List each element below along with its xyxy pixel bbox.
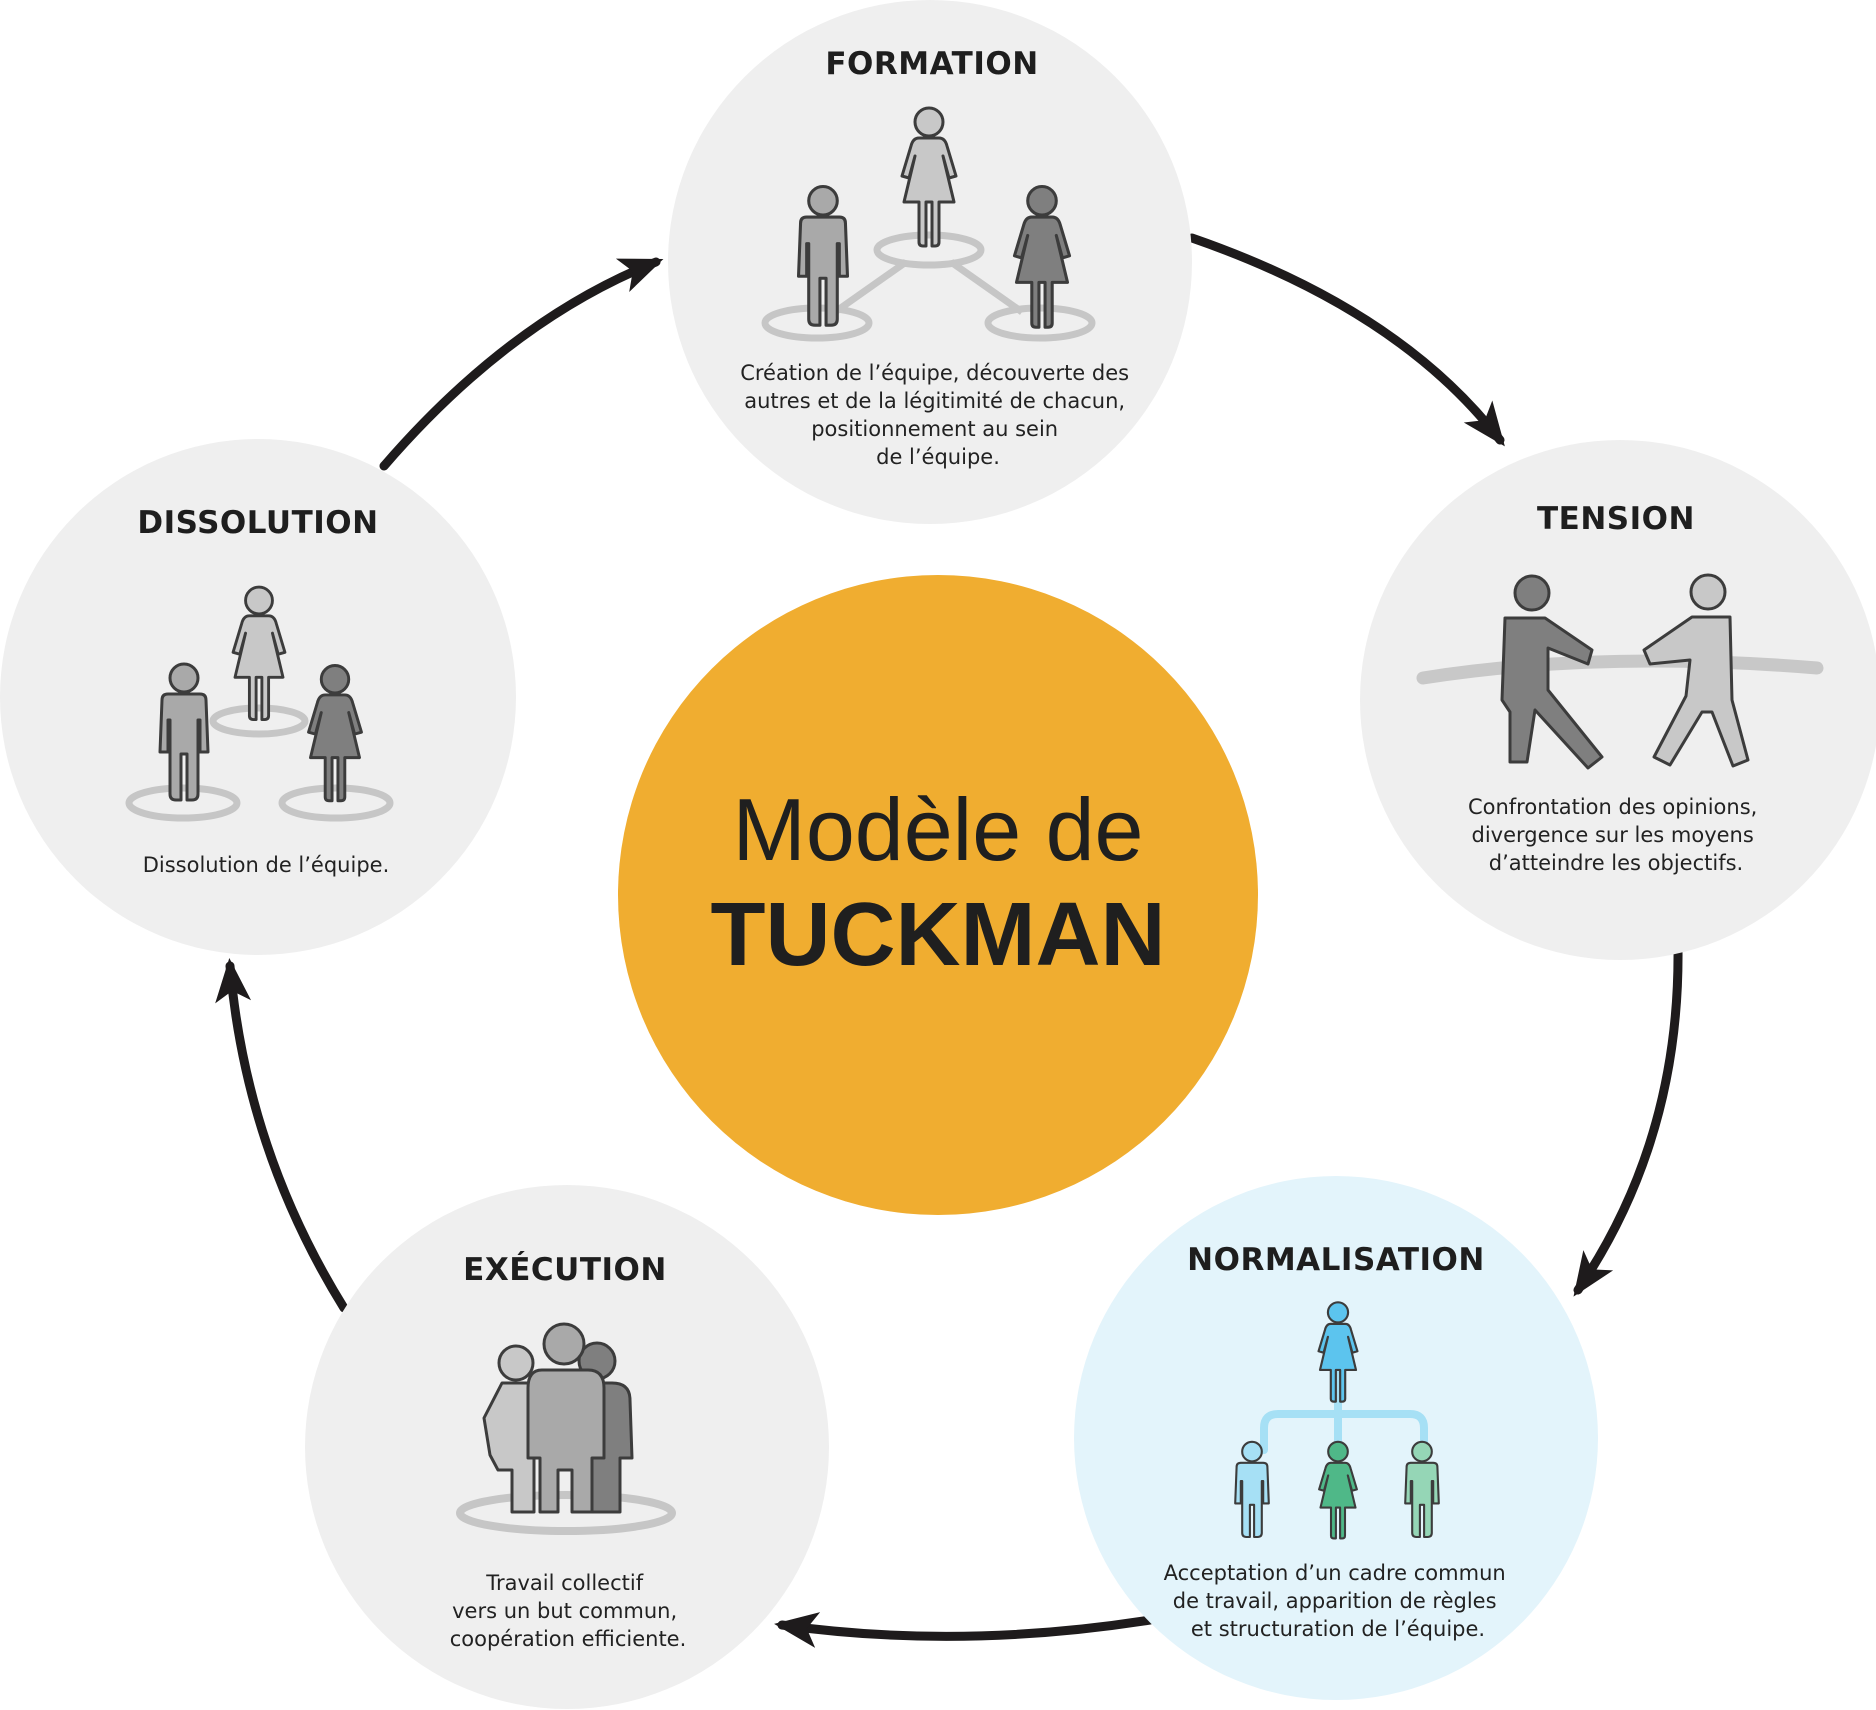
- arrow-tension-to-normalisation: [1573, 943, 1683, 1297]
- three-people-network-icon: [761, 106, 1096, 342]
- arrow-dissolution-to-formation: [379, 257, 664, 471]
- separated-people-icon: [125, 585, 394, 822]
- center-title-line2: TUCKMAN: [711, 885, 1166, 985]
- stage-formation: FORMATION Création de l’équipe, découver…: [668, 0, 1192, 524]
- stage-formation-desc: Création de l’équipe, découverte des aut…: [740, 361, 1136, 469]
- center-circle: [618, 575, 1258, 1215]
- hierarchy-icon: [1234, 1301, 1440, 1540]
- stage-dissolution-circle: [0, 439, 516, 955]
- stage-execution: EXÉCUTION Travail collectif vers un but …: [305, 1185, 829, 1709]
- tug-of-war-icon: [1416, 573, 1824, 770]
- stage-dissolution-desc: Dissolution de l’équipe.: [143, 853, 390, 877]
- stage-execution-desc: Travail collectif vers un but commun, co…: [450, 1571, 687, 1651]
- arrow-normalisation-to-execution: [774, 1612, 1155, 1648]
- arrow-execution-to-dissolution: [215, 958, 349, 1313]
- stage-normalisation-title: NORMALISATION: [1187, 1242, 1485, 1278]
- stage-tension: TENSION Confrontation des opinions, dive…: [1360, 440, 1876, 960]
- center-node: Modèle de TUCKMAN: [618, 575, 1258, 1215]
- stage-dissolution: DISSOLUTION Dissolution de l’équipe.: [0, 439, 516, 955]
- arrow-formation-to-tension: [1187, 233, 1505, 447]
- center-title-line1: Modèle de: [733, 780, 1144, 879]
- stage-normalisation-desc: Acceptation d’un cadre commun de travail…: [1164, 1561, 1513, 1641]
- stage-formation-title: FORMATION: [825, 46, 1038, 82]
- group-huddle-icon: [456, 1322, 676, 1535]
- stage-normalisation: NORMALISATION Acceptation d’un cadre com…: [1074, 1176, 1598, 1700]
- stage-tension-title: TENSION: [1537, 501, 1695, 537]
- cycle-arrows: [215, 233, 1683, 1648]
- stage-execution-title: EXÉCUTION: [463, 1252, 667, 1288]
- stage-tension-circle: [1360, 440, 1876, 960]
- stage-tension-desc: Confrontation des opinions, divergence s…: [1468, 795, 1764, 875]
- stage-dissolution-title: DISSOLUTION: [137, 505, 378, 541]
